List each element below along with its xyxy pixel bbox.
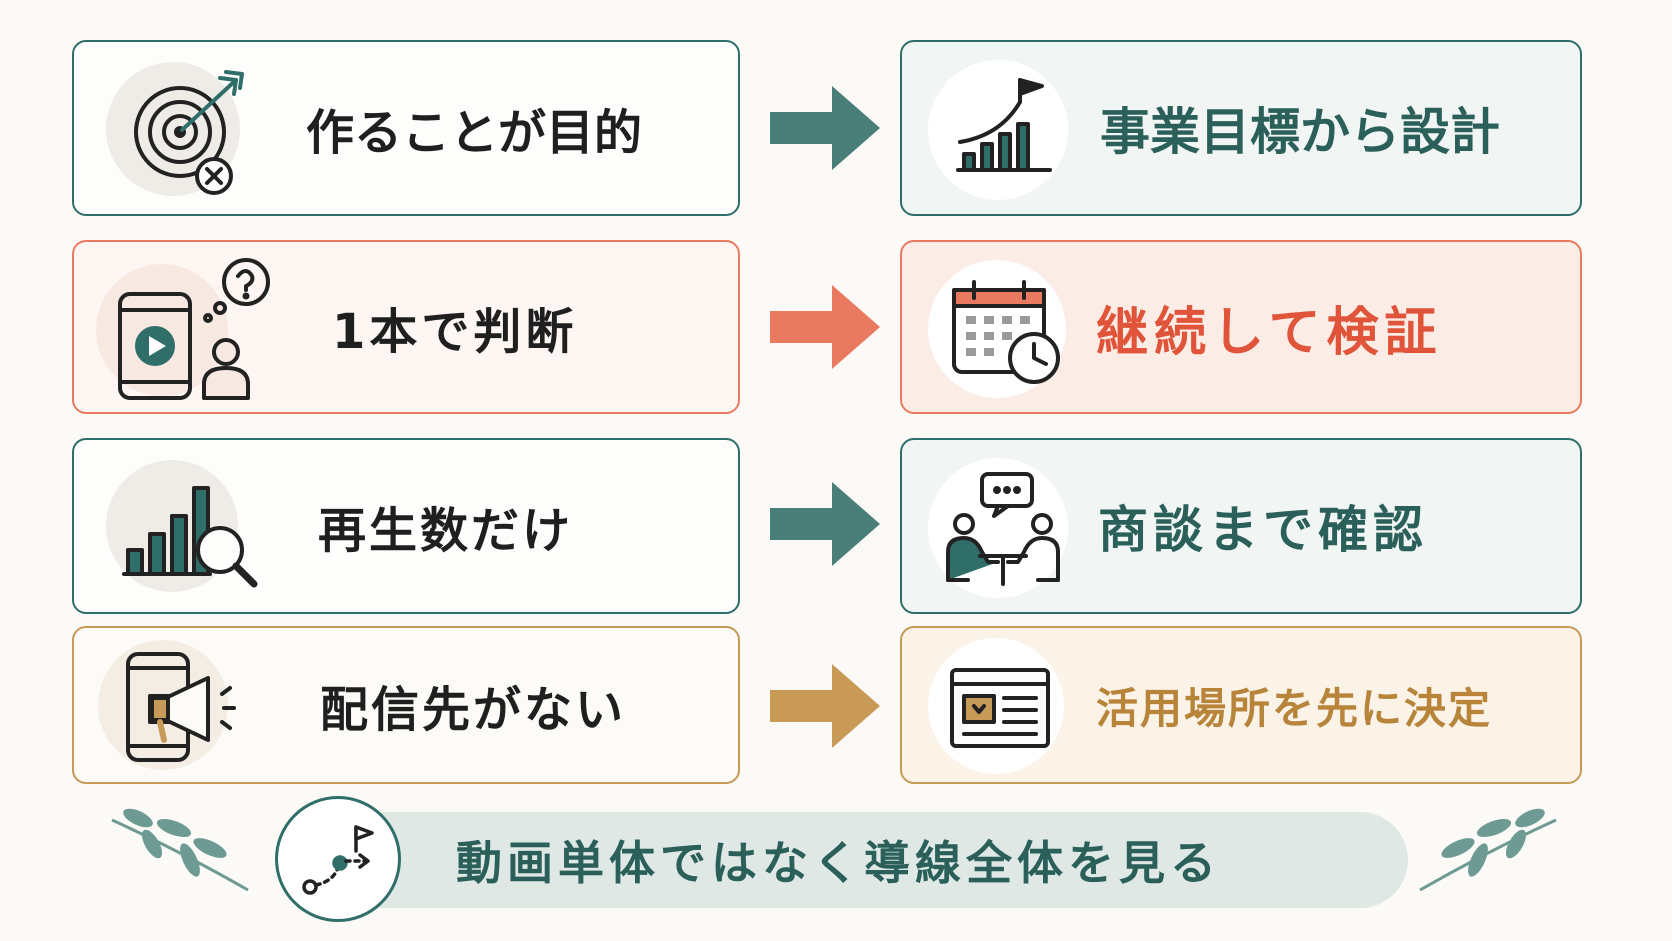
before-label-2: 1本で判断 (332, 304, 578, 360)
meeting-chat-icon (946, 472, 1060, 586)
after-card-1: 事業目標から設計 (900, 40, 1582, 216)
after-card-4: 活用場所を先に決定 (900, 626, 1582, 784)
chart-magnifier-icon (122, 486, 258, 588)
after-label-4: 活用場所を先に決定 (1096, 683, 1493, 733)
after-label-1: 事業目標から設計 (1100, 103, 1500, 161)
phone-video-question-icon (118, 258, 270, 400)
before-card-3: 再生数だけ (72, 438, 740, 614)
footer-text: 動画単体ではなく導線全体を見る (456, 836, 1221, 890)
after-card-2: 継続して検証 (900, 240, 1582, 414)
before-label-1: 作ることが目的 (306, 105, 643, 161)
after-card-3: 商談まで確認 (900, 438, 1582, 614)
arrow-1 (770, 86, 880, 170)
before-label-3: 再生数だけ (318, 503, 574, 559)
before-card-2: 1本で判断 (72, 240, 740, 414)
web-page-icon (950, 668, 1050, 748)
footer-pill (338, 812, 1408, 908)
leaf-left-icon (111, 808, 249, 892)
calendar-clock-icon (952, 280, 1060, 384)
arrow-2 (770, 285, 880, 369)
before-card-1: 作ることが目的 (72, 40, 740, 216)
after-icon-bg-1 (928, 60, 1068, 200)
arrow-3 (770, 482, 880, 566)
route-flag-icon (302, 825, 374, 895)
target-miss-icon (134, 70, 244, 195)
leaf-right-icon (1419, 808, 1557, 892)
footer-icon-circle (275, 796, 401, 922)
before-card-4: 配信先がない (72, 626, 740, 784)
growth-chart-flag-icon (956, 78, 1052, 172)
before-label-4: 配信先がない (320, 682, 627, 738)
phone-megaphone-icon (126, 652, 236, 762)
after-label-3: 商談まで確認 (1098, 501, 1428, 559)
arrow-4 (770, 664, 880, 748)
after-label-2: 継続して検証 (1096, 302, 1443, 363)
